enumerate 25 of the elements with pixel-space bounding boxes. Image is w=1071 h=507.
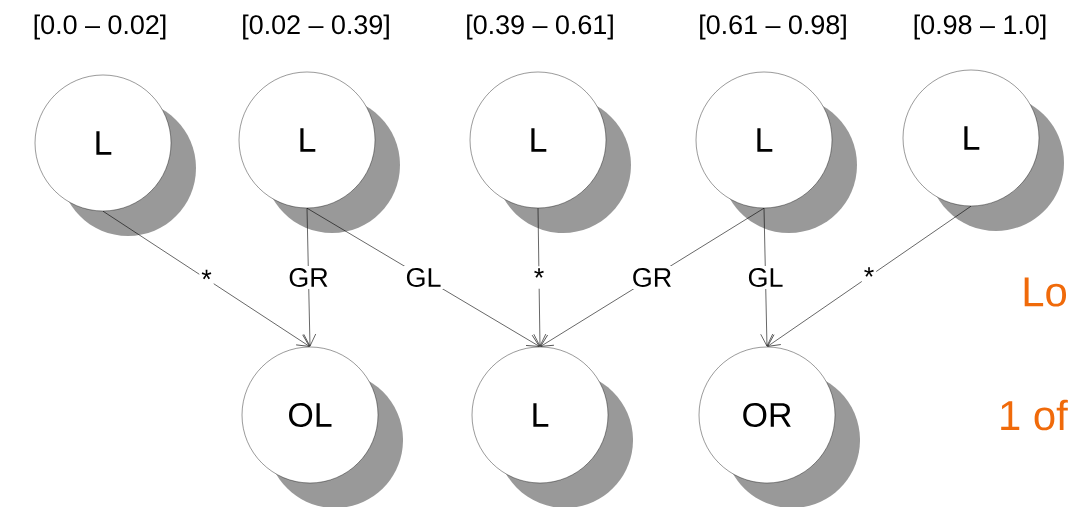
edge-label: GL: [406, 267, 441, 287]
arrow: [767, 205, 972, 347]
edge-label: *: [201, 269, 212, 280]
range-label: [0.61 – 0.98]: [700, 14, 846, 40]
edge-label: *: [864, 267, 874, 277]
edge-label: GL: [748, 267, 783, 287]
circle-node: L: [902, 69, 1064, 231]
circle-node: L: [471, 346, 633, 507]
arrow: [102, 210, 310, 347]
edge-label: *: [534, 268, 544, 278]
range-label: [0.98 – 1.0]: [914, 14, 1046, 40]
circle-node: L: [695, 71, 857, 233]
circle-node: OR: [698, 346, 860, 507]
note-text: Lo: [1024, 277, 1067, 307]
arrow: [533, 207, 547, 347]
range-label: [0.39 – 0.61]: [467, 14, 613, 40]
edge-label: GR: [289, 267, 328, 287]
circle-node: L: [469, 71, 631, 233]
edge-label: GR: [633, 267, 671, 287]
circle-node: OL: [241, 346, 403, 507]
circle-node: L: [34, 74, 196, 236]
range-label: [0.0 – 0.02]: [34, 14, 166, 40]
note-text: 1 of: [1001, 399, 1068, 431]
circle-node: L: [238, 71, 400, 233]
range-label: [0.02 – 0.39]: [243, 14, 389, 40]
